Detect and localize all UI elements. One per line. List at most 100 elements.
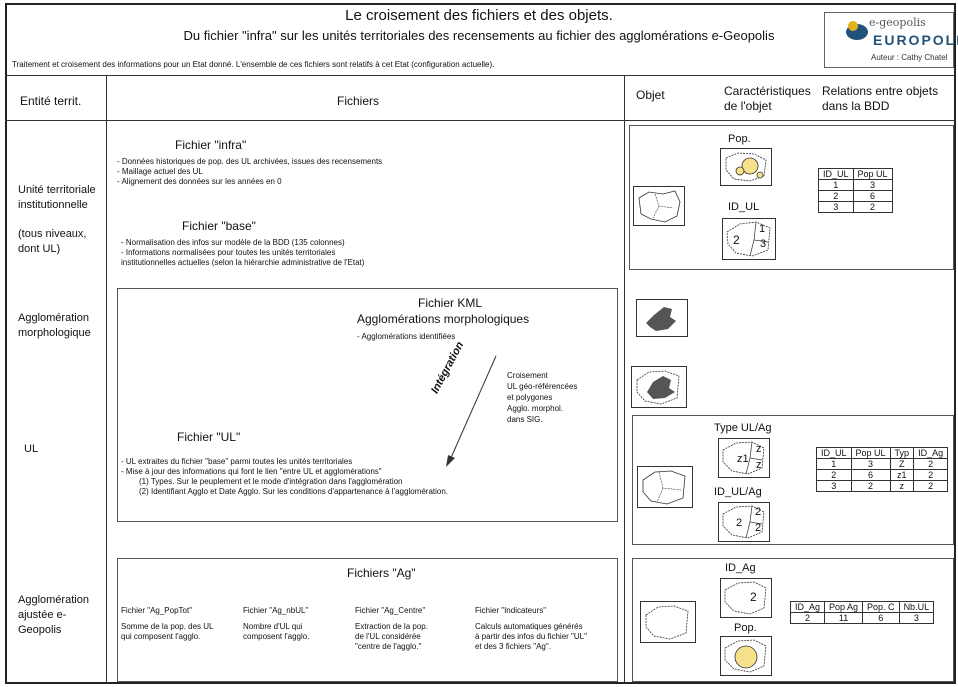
column-divider-files [624, 75, 625, 683]
ul-file-line-4: (2) Identifiant Agglo et Date Agglo. Sur… [139, 487, 449, 496]
kml-subtitle: Agglomérations morphologiques [357, 312, 530, 326]
ul-id-num-b: 2 [755, 506, 762, 518]
morph-map-icon [636, 299, 688, 337]
ag-id-map-icon [720, 578, 772, 618]
ul-morph-map-icon [631, 366, 687, 408]
t3-cell: 6 [862, 612, 900, 624]
infra-line-3: - Alignement des données sur les années … [117, 177, 282, 186]
t3-cell: 3 [898, 612, 935, 624]
t2-cell: 3 [850, 458, 891, 470]
ag-file-desc-1b: qui composent l'agglo. [121, 632, 201, 641]
ag-files-title: Fichiers "Ag" [347, 566, 416, 580]
t1-cell: 1 [818, 179, 854, 191]
diagram-title: Le croisement des fichiers et des objets… [345, 7, 613, 24]
integration-note-4: Agglo. morphol. [507, 404, 564, 413]
t2-cell: 2 [913, 458, 949, 470]
ut-pop-map-icon [720, 148, 772, 186]
ul-file-line-1: - UL extraites du fichier "base" parmi t… [121, 457, 353, 466]
ag-pop-label: Pop. [734, 622, 757, 634]
ag-id-label: ID_Ag [725, 562, 756, 574]
infra-line-2: - Maillage actuel des UL [117, 167, 203, 176]
entity-ul: UL [24, 443, 39, 455]
base-line-1: - Normalisation des infos sur modèle de … [121, 238, 345, 247]
t2-cell: 2 [850, 480, 891, 492]
t2-head-1: Pop UL [850, 447, 891, 459]
infra-title: Fichier "infra" [175, 138, 247, 152]
t1-head-1: Pop UL [852, 168, 893, 180]
entity-ut: Unité territoriale institutionnelle [18, 184, 96, 211]
t2-cell: 6 [850, 469, 891, 481]
column-header-files: Fichiers [337, 94, 380, 108]
t3-head-0: ID_Ag [789, 601, 826, 613]
t1-cell: 2 [852, 201, 893, 213]
integration-note-5: dans SIG. [507, 415, 543, 424]
ut-pop-label: Pop. [728, 133, 751, 145]
ag-file-desc-2b: composent l'agglo. [243, 632, 310, 641]
kml-line: - Agglomérations identifiées [357, 332, 456, 341]
ul-file-line-3: (1) Types. Sur le peuplement et le mode … [139, 477, 403, 486]
entity-ut-note: (tous niveaux, dont UL) [18, 228, 87, 255]
t3-head-3: Nb.UL [898, 601, 935, 613]
t2-head-3: ID_Ag [913, 447, 949, 459]
t2-cell: z [889, 480, 915, 492]
t3-cell: 11 [824, 612, 864, 624]
integration-note-3: et polygones [507, 393, 553, 402]
ag-file-desc-4b: à partir des infos du fichier "UL" [475, 632, 587, 641]
t2-cell: 2 [816, 469, 852, 481]
t3-cell: 2 [789, 612, 826, 624]
t1-cell: 3 [818, 201, 854, 213]
column-header-entity: Entité territ. [20, 94, 82, 108]
ut-map-num-3: 3 [760, 238, 767, 250]
t2-cell: Z [889, 458, 915, 470]
ag-file-name-1: Fichier "Ag_PopTot" [121, 606, 193, 615]
ag-file-desc-3c: "centre de l'agglo." [355, 642, 422, 651]
logo-globe-icon [846, 21, 868, 40]
t1-cell: 2 [818, 190, 854, 202]
column-header-relations: Relations entre objets dans la BDD [822, 84, 939, 113]
logo-author: Auteur : Cathy Chatel [871, 53, 948, 62]
integration-note-2: UL géo-référencées [507, 382, 578, 391]
ul-id-num-a: 2 [736, 517, 743, 529]
ul-id-num-c: 2 [755, 522, 762, 534]
ul-id-map-icon [718, 502, 770, 542]
ut-map-num-1: 1 [759, 223, 766, 235]
t1-cell: 6 [852, 190, 893, 202]
ag-file-desc-4c: et des 3 fichiers "Ag". [475, 642, 551, 651]
ag-file-name-4: Fichier "Indicateurs" [475, 606, 547, 615]
ul-type-num-z-a: z [756, 443, 762, 455]
europolis-logo: e-geopolis EUROPOLIS Auteur : Cathy Chat… [824, 12, 958, 68]
ag-map-icon [640, 601, 696, 643]
ul-type-map-icon [718, 438, 770, 478]
logo-small-text: e-geopolis [869, 16, 926, 29]
base-line-2: - Informations normalisées pour toutes l… [121, 248, 336, 257]
t2-cell: 2 [913, 480, 949, 492]
infra-line-1: - Données historiques de pop. des UL arc… [117, 157, 383, 166]
t2-cell: 3 [816, 480, 852, 492]
t2-head-2: Typ [889, 447, 915, 459]
kml-ul-box [117, 288, 618, 522]
ag-map-num: 2 [750, 590, 757, 604]
t2-cell: 1 [816, 458, 852, 470]
diagram-frame [5, 3, 956, 684]
t2-head-0: ID_UL [816, 447, 852, 459]
ag-pop-map-icon [720, 636, 772, 676]
entity-ajust: Agglomération ajustée e-Geopolis [18, 594, 89, 636]
ag-file-desc-4a: Calculs automatiques générés [475, 622, 583, 631]
ul-file-title: Fichier "UL" [177, 430, 241, 444]
column-header-object: Objet [636, 88, 665, 102]
t1-cell: 3 [852, 179, 893, 191]
logo-brand: EUROPOLIS [873, 32, 958, 48]
ag-file-name-3: Fichier "Ag_Centre" [355, 606, 426, 615]
t1-head-0: ID_UL [818, 168, 854, 180]
ul-type-num-z1: z1 [737, 453, 749, 465]
diagram-subtitle: Du fichier "infra" sur les unités territ… [183, 28, 775, 43]
integration-note-1: Croisement [507, 371, 548, 380]
base-line-3: institutionnelles actuelles (selon la hi… [121, 258, 365, 267]
ag-file-desc-3a: Extraction de la pop. [355, 622, 428, 631]
ag-file-desc-1a: Somme de la pop. des UL [121, 622, 214, 631]
ul-map-icon [637, 466, 693, 508]
header-top-rule [5, 75, 955, 76]
entity-morph: Agglomération morphologique [18, 312, 91, 339]
ag-file-name-2: Fichier "Ag_nbUL" [243, 606, 309, 615]
